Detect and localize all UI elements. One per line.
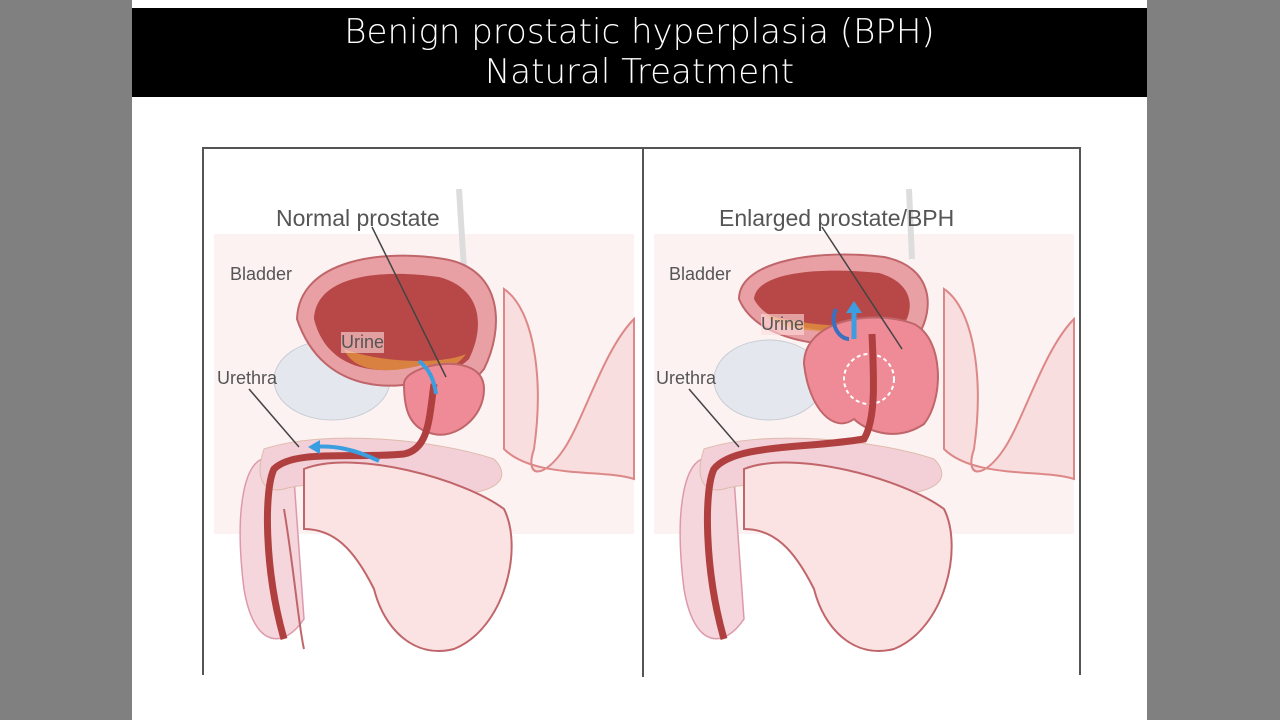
title-bar: Benign prostatic hyperplasia (BPH) Natur…	[132, 8, 1147, 97]
penile-body	[239, 457, 305, 640]
enlarged-prostate-panel: Enlarged prostate/BPH Bladder Urine Uret…	[642, 149, 1082, 677]
urine-flow-arrow	[417, 359, 438, 395]
prostate-pointer-line	[821, 226, 903, 350]
urethra	[263, 383, 438, 640]
normal-prostate	[402, 363, 486, 436]
slide-title: Benign prostatic hyperplasia (BPH)	[344, 12, 935, 52]
bladder-label: Bladder	[230, 264, 293, 284]
urethra	[703, 333, 878, 640]
scrotum	[303, 461, 513, 652]
urine-label: Urine	[341, 332, 385, 353]
urethra-pointer-line	[248, 388, 300, 448]
penile-body	[679, 457, 745, 640]
rectum	[503, 287, 635, 481]
normal-prostate-heading: Normal prostate	[276, 205, 440, 231]
prostate-pointer-line	[371, 226, 447, 378]
scrotum	[743, 461, 953, 652]
urine-label: Urine	[761, 314, 805, 335]
bladder-interior	[314, 273, 478, 371]
bladder-label: Bladder	[669, 264, 732, 284]
enlarged-prostate-heading: Enlarged prostate/BPH	[719, 205, 955, 231]
slide-subtitle: Natural Treatment	[484, 52, 795, 92]
normal-prostate-panel: Normal prostate Bladder Urine Urethra	[204, 149, 642, 677]
normal-anatomy-illustration	[214, 188, 635, 652]
rectum	[943, 287, 1075, 481]
slide: Benign prostatic hyperplasia (BPH) Natur…	[132, 0, 1147, 720]
urine-flow-arrow	[831, 308, 850, 341]
urethra-pointer-line	[688, 388, 740, 448]
urethra-label: Urethra	[656, 368, 717, 388]
anatomy-figure: Normal prostate Bladder Urine Urethra	[202, 147, 1082, 677]
urethra-label: Urethra	[217, 368, 278, 388]
